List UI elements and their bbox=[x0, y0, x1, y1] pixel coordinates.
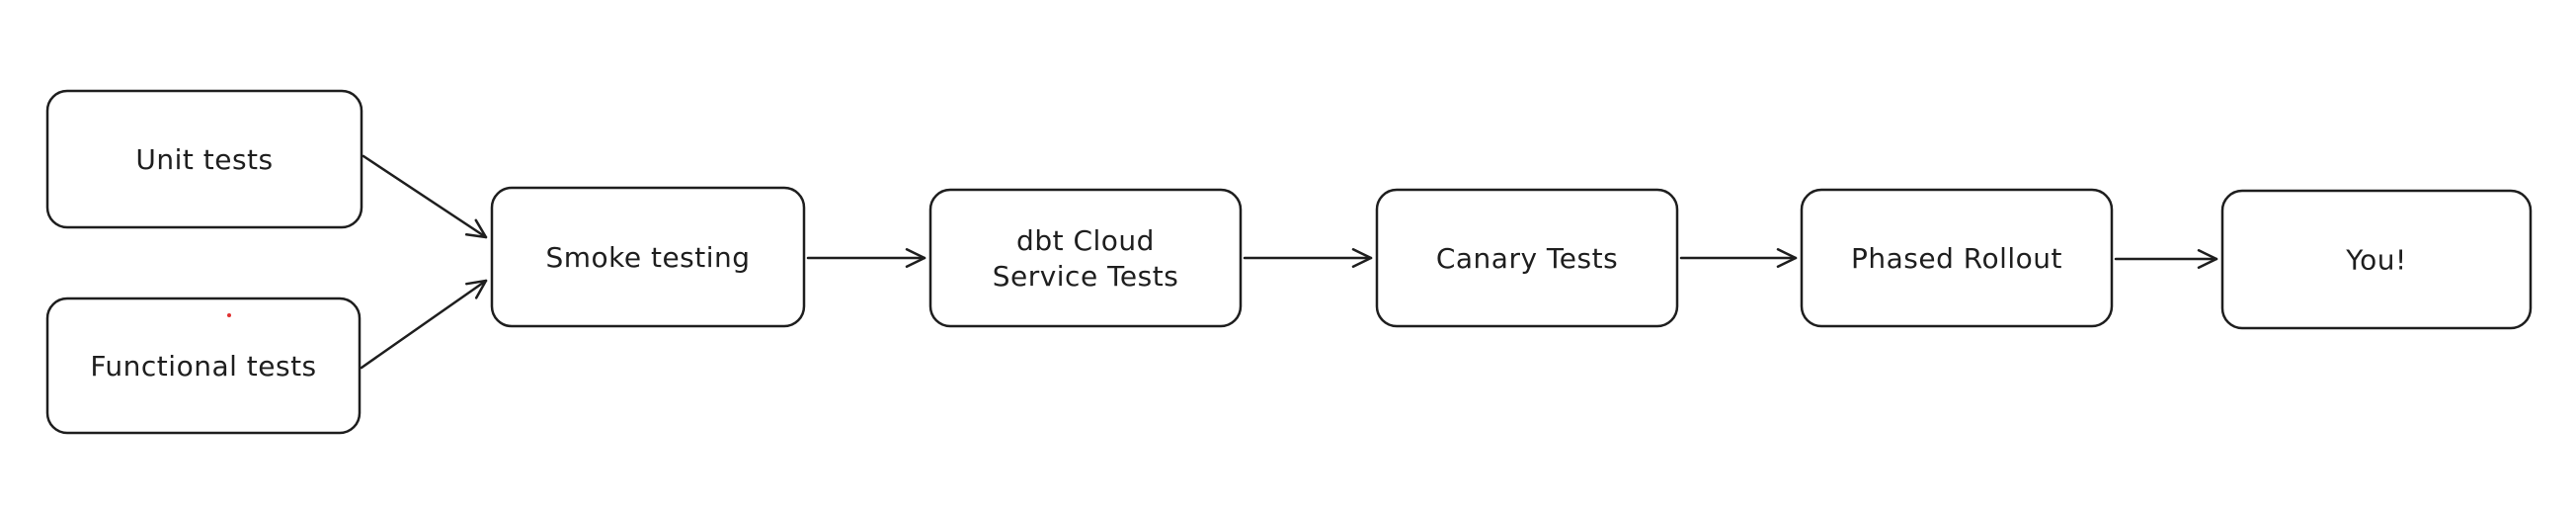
edge-line bbox=[362, 154, 488, 239]
node-label-you: You! bbox=[2345, 243, 2407, 276]
node-box-phased-rollout bbox=[1800, 188, 2114, 328]
node-label-canary-tests: Canary Tests bbox=[1436, 242, 1618, 275]
node-label-smoke-testing: Smoke testing bbox=[545, 241, 750, 274]
node-label-functional-tests: Functional tests bbox=[90, 350, 316, 382]
node-box-dbt-cloud-service-tests bbox=[928, 188, 1243, 328]
node-smoke-testing: Smoke testing bbox=[490, 186, 806, 328]
node-unit-tests: Unit tests bbox=[45, 89, 363, 229]
node-functional-tests: Functional tests bbox=[45, 297, 362, 435]
edge-phased-rollout-to-you bbox=[2114, 249, 2218, 269]
edge-functional-tests-to-smoke-testing bbox=[360, 279, 488, 370]
stray-red-dot bbox=[227, 313, 231, 317]
node-you: You! bbox=[2220, 189, 2533, 330]
node-box-functional-tests bbox=[45, 297, 362, 435]
node-box-you bbox=[2220, 189, 2533, 330]
edge-dbt-cloud-service-tests-to-canary-tests bbox=[1243, 248, 1373, 268]
node-box-canary-tests bbox=[1375, 188, 1679, 328]
node-label-phased-rollout: Phased Rollout bbox=[1851, 242, 2062, 275]
arrowhead-icon bbox=[465, 279, 488, 299]
edge-unit-tests-to-smoke-testing bbox=[362, 154, 488, 239]
node-phased-rollout: Phased Rollout bbox=[1800, 188, 2114, 328]
edge-canary-tests-to-phased-rollout bbox=[1679, 248, 1798, 268]
node-canary-tests: Canary Tests bbox=[1375, 188, 1679, 328]
node-box-unit-tests bbox=[45, 89, 363, 229]
edge-smoke-testing-to-dbt-cloud-service-tests bbox=[806, 248, 926, 268]
arrowhead-icon bbox=[464, 218, 488, 239]
edge-line bbox=[360, 279, 488, 370]
arrowhead-icon bbox=[2197, 249, 2218, 269]
arrowhead-icon bbox=[905, 248, 926, 268]
node-label-unit-tests: Unit tests bbox=[135, 143, 273, 176]
arrowhead-icon bbox=[1351, 248, 1373, 268]
node-box-smoke-testing bbox=[490, 186, 806, 328]
arrowhead-icon bbox=[1776, 248, 1798, 268]
